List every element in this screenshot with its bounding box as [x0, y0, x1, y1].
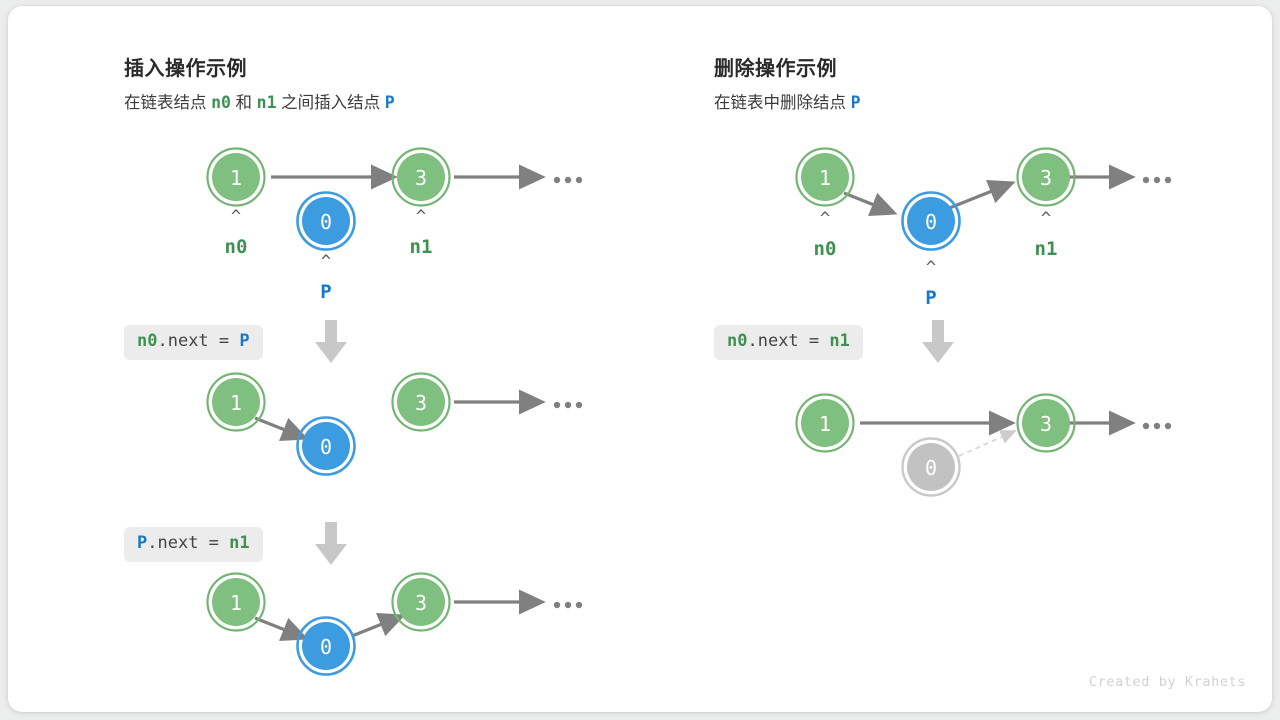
- code-token-n1: n1: [229, 533, 250, 553]
- insert-panel-title: 插入操作示例: [124, 58, 247, 80]
- code-token-n0: n0: [137, 331, 158, 351]
- node-3: 3: [391, 572, 451, 632]
- pointer-label-n1: n1: [410, 236, 433, 258]
- diagram-card: 插入操作示例 在链表结点 n0 和 n1 之间插入结点 P 删除操作示例 在链表…: [8, 6, 1272, 712]
- pointer-label-n0: n0: [225, 236, 248, 258]
- caret-n1: ^: [416, 207, 426, 227]
- node-3-value: 3: [1040, 166, 1052, 190]
- ellipsis: [553, 176, 583, 184]
- node-3-value: 3: [415, 391, 427, 415]
- pointer-label-p: P: [925, 287, 936, 309]
- sub-token-n1: n1: [256, 93, 277, 112]
- edge-n0-p: [254, 416, 309, 442]
- node-1: 1: [206, 147, 266, 207]
- insert-diagram-after-step2: 1 3 0: [206, 572, 583, 676]
- insert-step2-down-arrow: [315, 522, 347, 565]
- sub-text-1: 和: [230, 94, 257, 112]
- node-0: 0: [296, 416, 356, 476]
- insert-step1-code: n0.next = P: [124, 325, 263, 360]
- pointer-label-n0: n0: [814, 238, 837, 260]
- pointer-label-n1: n1: [1035, 238, 1058, 260]
- node-1: 1: [795, 393, 855, 453]
- edge-p-n1: [941, 179, 1016, 213]
- sub-text-0: 在链表中删除结点: [714, 94, 851, 112]
- code-token-p: P: [137, 533, 148, 553]
- caret-n1: ^: [1041, 209, 1051, 229]
- insert-step2-code: P.next = n1: [124, 527, 263, 562]
- node-3-value: 3: [1040, 412, 1052, 436]
- insert-diagram-after-step1: 1 3 0: [206, 372, 583, 476]
- sub-text-2: 之间插入结点: [276, 94, 385, 112]
- node-1-value: 1: [230, 591, 242, 615]
- delete-step1-code: n0.next = n1: [714, 325, 863, 360]
- code-token-next: .next =: [157, 331, 240, 351]
- caret-n0: ^: [231, 207, 241, 227]
- edge-p-n1: [351, 612, 406, 638]
- code-token-n1: n1: [829, 331, 850, 351]
- node-3: 3: [391, 372, 451, 432]
- insert-diagram-initial: 1 3 0 ^ n0 ^ n1 ^ P: [206, 147, 583, 303]
- sub-token-n0: n0: [211, 93, 231, 112]
- node-0: 0: [901, 191, 961, 251]
- node-0-deleted: 0: [901, 437, 961, 497]
- pointer-label-p: P: [320, 281, 331, 303]
- node-0-value: 0: [925, 210, 937, 234]
- sub-text-0: 在链表结点: [124, 94, 212, 112]
- node-0-value: 0: [320, 435, 332, 459]
- node-1-value: 1: [819, 412, 831, 436]
- delete-panel-title: 删除操作示例: [714, 58, 837, 80]
- node-3: 3: [1016, 147, 1076, 207]
- ellipsis: [1142, 176, 1172, 184]
- node-0: 0: [296, 191, 356, 251]
- node-3-value: 3: [415, 166, 427, 190]
- insert-step1-down-arrow: [315, 320, 347, 363]
- sub-token-p: P: [384, 93, 395, 112]
- code-token-next: .next =: [747, 331, 830, 351]
- node-3: 3: [391, 147, 451, 207]
- node-1: 1: [206, 372, 266, 432]
- edge-n0-p: [254, 616, 309, 642]
- code-token-n0: n0: [727, 331, 748, 351]
- insert-panel-subtitle: 在链表结点 n0 和 n1 之间插入结点 P: [124, 89, 395, 113]
- node-1-value: 1: [230, 391, 242, 415]
- node-0-value: 0: [320, 210, 332, 234]
- node-3: 3: [1016, 393, 1076, 453]
- node-1: 1: [795, 147, 855, 207]
- edge-removed-p-n1-dashed: [958, 430, 1017, 457]
- delete-step1-down-arrow: [922, 320, 954, 363]
- delete-diagram-initial: 1 3 0 ^ n0 ^ n1 ^ P: [795, 147, 1172, 309]
- code-token-next: .next =: [147, 533, 230, 553]
- edge-n0-p: [843, 191, 898, 217]
- node-3-value: 3: [415, 591, 427, 615]
- ellipsis: [553, 601, 583, 609]
- node-1-value: 1: [230, 166, 242, 190]
- caret-n0: ^: [820, 209, 830, 229]
- node-1-value: 1: [819, 166, 831, 190]
- node-0-value: 0: [320, 635, 332, 659]
- node-1: 1: [206, 572, 266, 632]
- caret-p: ^: [926, 258, 936, 278]
- ellipsis: [553, 401, 583, 409]
- node-0-value: 0: [925, 456, 937, 480]
- node-0: 0: [296, 616, 356, 676]
- code-token-p: P: [239, 331, 250, 351]
- delete-diagram-after-step1: 1 3 0: [795, 393, 1172, 497]
- delete-panel-subtitle: 在链表中删除结点 P: [714, 89, 861, 113]
- watermark-credit: Created by Krahets: [1088, 674, 1246, 690]
- sub-token-p: P: [850, 93, 861, 112]
- caret-p: ^: [321, 252, 331, 272]
- ellipsis: [1142, 422, 1172, 430]
